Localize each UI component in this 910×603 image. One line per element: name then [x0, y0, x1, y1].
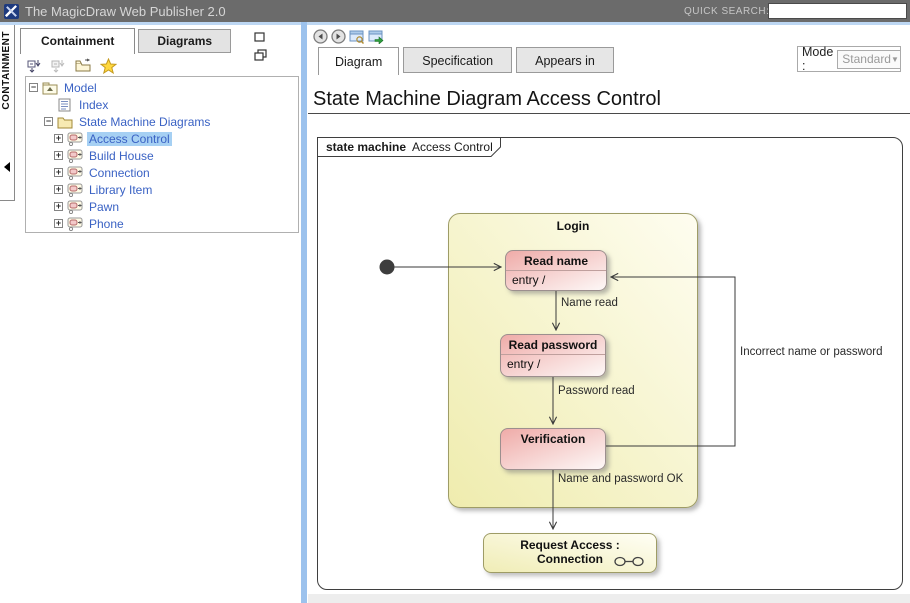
bottom-scroll-gutter: [308, 594, 910, 603]
state-read-name[interactable]: Read name entry /: [505, 250, 607, 291]
tree-item-label[interactable]: Pawn: [89, 199, 120, 214]
tree-item-state-machine-diagrams[interactable]: − State Machine Diagrams: [26, 113, 298, 130]
content-toolbar: [313, 29, 384, 44]
preview-window-icon[interactable]: [349, 29, 365, 44]
mode-label: Mode :: [802, 45, 834, 73]
tree-item-label[interactable]: Phone: [89, 216, 124, 231]
state-title: Read name: [506, 251, 606, 271]
state-diagram-icon: [67, 183, 83, 197]
chevron-down-icon: ▼: [890, 54, 899, 64]
collapse-toggle-icon[interactable]: −: [44, 116, 53, 126]
state-diagram-icon: [67, 166, 83, 180]
tree-item-label[interactable]: Connection: [89, 165, 150, 180]
containment-vertical-label: CONTAINMENT: [1, 31, 12, 110]
app-title: The MagicDraw Web Publisher 2.0: [25, 3, 226, 19]
page-title: State Machine Diagram Access Control: [313, 88, 661, 110]
tree-item-model[interactable]: − Model: [26, 79, 298, 96]
tree-item-label[interactable]: State Machine Diagrams: [79, 114, 211, 129]
tab-appears-in[interactable]: Appears in: [516, 47, 614, 73]
transition-label-name-password-ok: Name and password OK: [558, 473, 684, 485]
tree-item-index[interactable]: + Index: [26, 96, 298, 113]
expand-toggle-icon[interactable]: +: [54, 167, 63, 177]
index-icon: [58, 98, 71, 111]
open-in-window-icon[interactable]: [368, 29, 384, 44]
transition-label-name-read: Name read: [561, 297, 618, 309]
state-title: Verification: [520, 432, 586, 446]
expand-toggle-icon[interactable]: +: [54, 150, 63, 160]
mode-control: Mode : Standard ▼: [797, 45, 902, 73]
collapse-all-icon[interactable]: [27, 58, 43, 74]
tree-item-phone[interactable]: + Phone: [26, 215, 298, 232]
back-icon[interactable]: [313, 29, 328, 44]
expand-toggle-icon[interactable]: +: [54, 218, 63, 228]
collapse-toggle-icon[interactable]: −: [29, 82, 38, 92]
tree-item-library-item[interactable]: + Library Item: [26, 181, 298, 198]
tree-item-connection[interactable]: + Connection: [26, 164, 298, 181]
mode-dropdown[interactable]: Standard ▼: [837, 49, 902, 69]
transition-label-password-read: Password read: [558, 385, 635, 397]
state-title: Login: [556, 219, 590, 233]
state-diagram-icon: [67, 200, 83, 214]
sidebar-window-controls: [254, 30, 288, 61]
header-accent-line: [0, 22, 910, 25]
containment-vertical-tab[interactable]: CONTAINMENT: [0, 25, 15, 201]
transition-label-incorrect: Incorrect name or password: [740, 346, 883, 358]
state-verification[interactable]: Verification: [500, 428, 606, 470]
mode-selected-value: Standard: [842, 52, 891, 66]
state-title: Request Access : Connection: [520, 538, 620, 566]
tab-diagram[interactable]: Diagram: [318, 47, 400, 75]
panel-divider[interactable]: [301, 22, 307, 603]
state-read-password[interactable]: Read password entry /: [500, 334, 606, 377]
title-divider: [308, 113, 910, 114]
restore-icon[interactable]: [254, 49, 267, 61]
tab-containment[interactable]: Containment: [20, 28, 136, 54]
tab-specification[interactable]: Specification: [403, 47, 513, 73]
minimize-icon[interactable]: [254, 31, 266, 43]
state-diagram-icon: [67, 132, 83, 146]
quick-search-input[interactable]: [768, 3, 907, 19]
magicdraw-logo-icon: [4, 3, 19, 19]
collapse-panel-arrow-icon: [4, 162, 10, 172]
forward-icon[interactable]: [331, 29, 346, 44]
state-entry-activity: entry /: [507, 357, 541, 371]
folder-icon: [57, 117, 73, 128]
package-icon: [42, 82, 58, 94]
tree-item-label[interactable]: Build House: [89, 148, 154, 163]
tree-item-access-control[interactable]: + Access Control: [26, 130, 298, 147]
tree-item-label[interactable]: Index: [79, 97, 109, 112]
state-diagram-icon: [67, 149, 83, 163]
tree-item-pawn[interactable]: + Pawn: [26, 198, 298, 215]
tree-toolbar: [27, 58, 117, 74]
tree-item-label[interactable]: Access Control: [87, 131, 172, 146]
quick-search-label: QUICK SEARCH:: [684, 6, 770, 17]
expand-toggle-icon[interactable]: +: [54, 184, 63, 194]
tree-item-label[interactable]: Library Item: [89, 182, 153, 197]
tab-diagrams[interactable]: Diagrams: [138, 29, 232, 53]
tree-item-label[interactable]: Model: [64, 80, 97, 95]
expand-toggle-icon[interactable]: +: [54, 133, 63, 143]
state-request-access[interactable]: Request Access : Connection: [483, 533, 657, 573]
state-title: Read password: [501, 335, 605, 355]
submachine-link-icon: [614, 556, 644, 567]
favorites-star-icon[interactable]: [100, 58, 117, 74]
containment-tree: − Model + Index − State M: [25, 76, 299, 233]
open-folder-icon[interactable]: [75, 58, 92, 74]
title-bar: The MagicDraw Web Publisher 2.0 QUICK SE…: [0, 0, 910, 22]
expand-toggle-icon[interactable]: +: [54, 201, 63, 211]
collapse-selected-icon[interactable]: [51, 58, 67, 74]
state-entry-activity: entry /: [512, 273, 546, 287]
tree-item-build-house[interactable]: + Build House: [26, 147, 298, 164]
state-diagram-icon: [67, 217, 83, 231]
